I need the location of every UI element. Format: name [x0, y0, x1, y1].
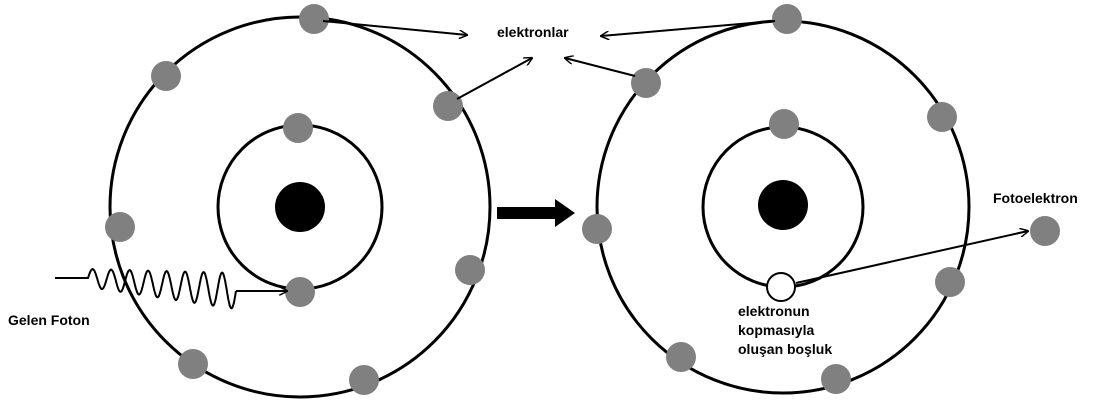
vacancy-label-line3: oluşan boşluk — [738, 341, 832, 357]
photon-wave — [55, 268, 237, 310]
vacancy-hole — [766, 272, 796, 302]
pointer-arrow — [322, 20, 467, 35]
electron — [433, 91, 463, 121]
photoelectron-label: Fotoelektron — [993, 190, 1078, 206]
electron — [631, 68, 661, 98]
electron — [349, 365, 379, 395]
electron — [821, 364, 851, 394]
photoelectron-arrow — [795, 231, 1028, 284]
electron — [927, 102, 957, 132]
electrons-label: elektronlar — [497, 24, 569, 40]
electron — [772, 4, 802, 34]
electron — [151, 61, 181, 91]
photoelectron-group: Fotoelektron — [795, 190, 1078, 284]
electron — [769, 109, 799, 139]
photoelectron — [1030, 216, 1060, 246]
vacancy-label: elektronun kopmasıyla oluşan boşluk — [738, 303, 832, 357]
nucleus — [758, 180, 808, 230]
atom-after: elektronun kopmasıyla oluşan boşluk — [582, 4, 971, 395]
vacancy-label-line1: elektronun — [738, 303, 810, 319]
electron — [666, 342, 696, 372]
pointer-arrow — [601, 20, 776, 36]
incoming-photon-label: Gelen Foton — [8, 312, 90, 328]
atom-before — [105, 4, 492, 399]
electron — [455, 255, 485, 285]
incoming-photon: Gelen Foton — [8, 268, 287, 328]
electron — [935, 267, 965, 297]
electron — [582, 214, 612, 244]
electron — [105, 212, 135, 242]
pointer-arrow — [456, 58, 532, 100]
electron — [283, 113, 313, 143]
electron — [285, 277, 315, 307]
pointer-arrow — [565, 58, 636, 77]
electron — [299, 4, 329, 34]
transition-arrow — [497, 199, 575, 227]
vacancy-label-line2: kopmasıyla — [738, 322, 814, 338]
nucleus — [275, 182, 325, 232]
electron — [178, 349, 208, 379]
electrons-callout: elektronlar — [322, 20, 776, 100]
